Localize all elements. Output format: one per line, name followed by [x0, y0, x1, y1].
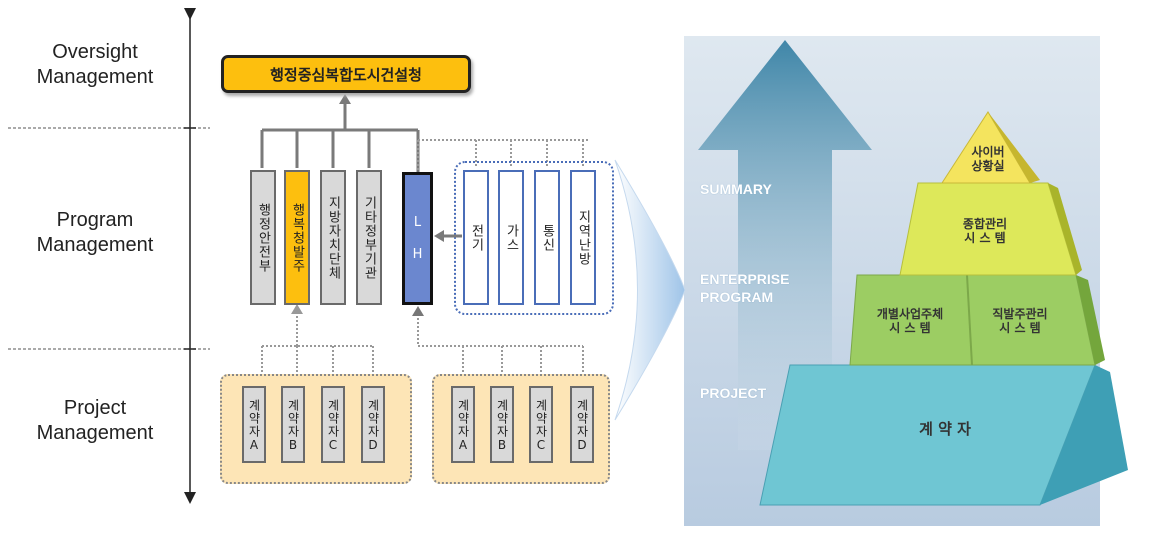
utility-connectors [417, 139, 589, 172]
level-project-label: Project Management [10, 396, 180, 446]
level-project-line1: Project [63, 397, 127, 419]
contractor-left-b: 계약자B [281, 386, 305, 463]
up-arrow [698, 40, 872, 450]
level-program-label: Program Management [10, 208, 180, 258]
pyramid-label-third-right: 직발주관리 시 스 템 [972, 307, 1068, 335]
contractor-right-d: 계약자D [570, 386, 594, 463]
pyramid-third-right-line2: 시 스 템 [999, 321, 1041, 335]
utility-box-electric: 전기 [463, 170, 489, 305]
pyramid-label-bottom: 계 약 자 [919, 420, 971, 438]
utility-group-outline [454, 161, 614, 315]
pyramid-third-right-line1: 직발주관리 [992, 307, 1048, 321]
contractor-left-d: 계약자D [361, 386, 385, 463]
utility-box-telecom: 통신 [534, 170, 560, 305]
chevron-arrow [614, 159, 686, 421]
program-connectors [260, 94, 420, 172]
arrow-label-summary: SUMMARY [700, 181, 772, 197]
pyramid-tier-third-side [1076, 275, 1105, 365]
level-program-line1: Program [56, 209, 134, 231]
utility-box-district-heating: 지역난방 [570, 170, 596, 305]
pyramid-second-line1: 종합관리 [962, 217, 1008, 231]
level-oversight-line2: Management [36, 66, 154, 88]
level-oversight-label: Oversight Management [10, 40, 180, 90]
program-box-mac-order: 행복청발주 [284, 170, 310, 305]
contractor-right-a: 계약자A [451, 386, 475, 463]
pyramid-top-line2: 상황실 [971, 159, 1005, 173]
level-oversight-line1: Oversight [52, 41, 138, 63]
project-arrow-right [412, 306, 424, 316]
pyramid-label-top: 사이버 상황실 [955, 145, 1021, 173]
program-box-local-gov: 지방자치단체 [320, 170, 346, 305]
pyramid-tier-top-side [988, 112, 1040, 183]
pyramid-third-left-line2: 시 스 템 [889, 321, 931, 335]
pyramid-tier-bottom-side [1040, 365, 1128, 505]
program-box-other-gov: 기타정부기관 [356, 170, 382, 305]
program-box-ministry: 행정안전부 [250, 170, 276, 305]
pyramid-label-third-left: 개별사업주체 시 스 템 [862, 307, 958, 335]
contractor-left-a: 계약자A [242, 386, 266, 463]
level-program-line2: Management [36, 234, 154, 256]
contractor-right-b: 계약자B [490, 386, 514, 463]
pyramid-top-line1: 사이버 [971, 145, 1005, 159]
arrow-label-enterprise: ENTERPRISE PROGRAM [700, 271, 790, 305]
contractor-right-c: 계약자C [529, 386, 553, 463]
utility-box-gas: 가스 [498, 170, 524, 305]
oversight-agency-box: 행정중심복합도시건설청 [221, 55, 471, 93]
contractor-left-c: 계약자C [321, 386, 345, 463]
pyramid-label-second: 종합관리 시 스 템 [935, 217, 1035, 245]
level-project-line2: Management [36, 422, 154, 444]
arrow-label-project: PROJECT [700, 385, 767, 401]
project-arrow-left [291, 304, 303, 314]
pyramid-third-left-line1: 개별사업주체 [876, 307, 944, 321]
program-box-lh: L H [402, 172, 433, 305]
pyramid-tier-second-side [1048, 183, 1082, 275]
pyramid-illustration [614, 36, 1128, 526]
level-axis [8, 8, 614, 504]
pyramid-second-line2: 시 스 템 [964, 231, 1006, 245]
